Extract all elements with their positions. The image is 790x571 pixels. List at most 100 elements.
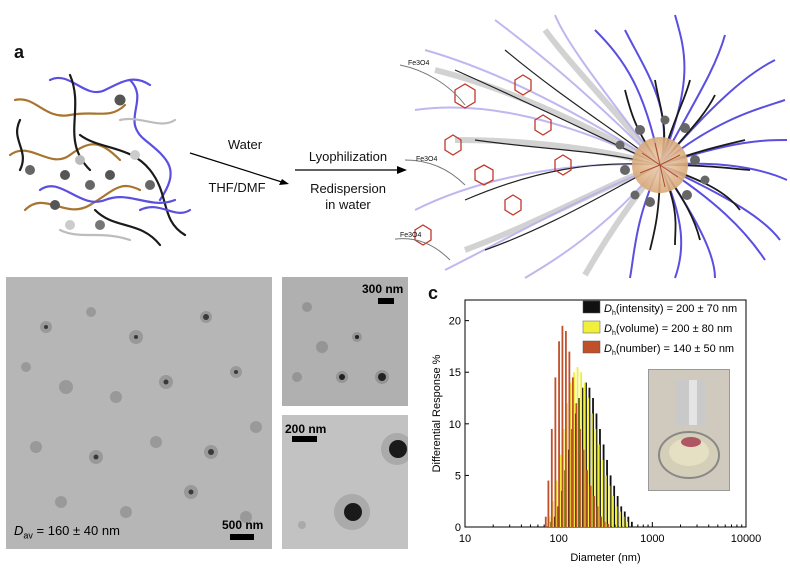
bar-intensity	[592, 398, 594, 527]
bar-volume	[569, 382, 572, 527]
bar-volume	[552, 501, 554, 527]
bar-number	[561, 325, 564, 527]
step1-bottom-label: THF/DMF	[208, 180, 266, 195]
bar-intensity	[563, 470, 566, 527]
bar-intensity	[553, 516, 556, 527]
panel-c-letter: c	[428, 283, 439, 303]
bar-volume	[622, 516, 625, 527]
bar-number	[544, 516, 547, 527]
step2-bottom-label-line2: in water	[325, 197, 371, 212]
dav-value: = 160 ± 40 nm	[32, 523, 120, 538]
bar-number	[550, 428, 553, 527]
bar-intensity	[560, 490, 563, 527]
bar-intensity	[616, 496, 619, 527]
bar-intensity	[599, 428, 601, 527]
legend-swatch	[582, 320, 601, 334]
legend-label: Dh(intensity) = 200 ± 70 nm	[604, 303, 737, 317]
bar-intensity	[556, 506, 559, 527]
micelle-illustration	[395, 14, 788, 279]
panel-a-letter: a	[14, 42, 25, 62]
step1-top-label: Water	[227, 137, 263, 152]
x-axis-label: Diameter (nm)	[570, 552, 640, 564]
bar-number	[607, 523, 610, 527]
y-tick-label: 10	[449, 419, 461, 431]
bar-volume	[548, 516, 551, 527]
tem-image-bottom-right	[282, 415, 408, 549]
bar-intensity	[620, 506, 623, 527]
scale-bar-main	[230, 534, 254, 540]
bar-volume	[580, 372, 583, 527]
bar-number	[600, 516, 603, 527]
bar-intensity	[588, 387, 591, 527]
dav-symbol: D	[14, 523, 24, 538]
bar-intensity	[630, 521, 633, 527]
legend-swatch	[582, 340, 601, 354]
bar-volume	[612, 496, 614, 527]
bar-intensity	[567, 449, 570, 527]
bar-number	[568, 351, 571, 527]
legend-symbol: D	[604, 343, 612, 355]
scale-label-main: 500 nm	[222, 518, 264, 532]
step2-bottom-label-line1: Redispersion	[310, 181, 386, 196]
legend-swatch	[582, 300, 601, 314]
legend-text: (intensity) = 200 ± 70 nm	[616, 303, 737, 315]
fe3o4-label-3: Fe3O4	[400, 232, 422, 239]
bar-volume	[597, 444, 600, 527]
bar-volume	[566, 403, 568, 527]
bar-volume	[590, 413, 593, 527]
bar-intensity	[577, 398, 580, 527]
bar-number	[554, 377, 557, 527]
bar-volume	[587, 398, 590, 527]
bar-number	[586, 470, 588, 527]
x-tick-label: 100	[549, 533, 567, 545]
bar-number	[582, 449, 585, 527]
y-tick-label: 20	[449, 316, 461, 328]
bar-number	[589, 485, 592, 527]
bar-number	[579, 428, 581, 527]
scale-label-top-right: 300 nm	[362, 282, 404, 296]
vial-photo	[648, 369, 730, 491]
y-axis-label: Differential Response %	[431, 354, 443, 472]
fe3o4-label-1: Fe3O4	[408, 60, 430, 67]
bar-volume	[576, 367, 579, 527]
scale-label-bottom-right: 200 nm	[285, 422, 327, 436]
polymer-solution-illustration	[8, 73, 192, 247]
bar-intensity	[581, 387, 584, 527]
legend-symbol: D	[604, 323, 612, 335]
bar-intensity	[574, 413, 577, 527]
scale-bar-bottom-right	[292, 436, 317, 442]
bar-intensity	[613, 485, 616, 527]
legend-label: Dh(volume) = 200 ± 80 nm	[604, 323, 732, 337]
legend-label: Dh(number) = 140 ± 50 nm	[604, 343, 734, 357]
bar-volume	[601, 459, 604, 527]
bar-number	[547, 480, 550, 527]
bar-volume	[583, 382, 586, 527]
bar-intensity	[585, 382, 587, 527]
bar-volume	[594, 428, 597, 527]
bar-number	[575, 403, 578, 527]
step2-arrow	[295, 166, 407, 174]
bar-number	[603, 521, 606, 527]
tem-image-top-right	[282, 277, 408, 406]
x-tick-label: 10	[459, 533, 471, 545]
bar-intensity	[595, 413, 598, 527]
scale-bar-top-right	[378, 298, 394, 304]
x-tick-label: 1000	[640, 533, 664, 545]
step2-top-label: Lyophilization	[308, 149, 388, 164]
bar-intensity	[606, 459, 608, 527]
bar-volume	[615, 506, 618, 527]
bar-volume	[619, 511, 621, 527]
bar-number	[593, 496, 595, 527]
bar-volume	[573, 372, 575, 527]
bar-volume	[559, 454, 562, 527]
bar-volume	[608, 485, 611, 527]
bar-intensity	[627, 516, 630, 527]
legend-subscript: h	[612, 350, 616, 357]
y-tick-label: 5	[455, 470, 461, 482]
y-tick-label: 15	[449, 367, 461, 379]
bar-intensity	[609, 475, 612, 527]
legend-text: (volume) = 200 ± 80 nm	[616, 323, 732, 335]
fe3o4-label-2: Fe3O4	[416, 156, 438, 163]
